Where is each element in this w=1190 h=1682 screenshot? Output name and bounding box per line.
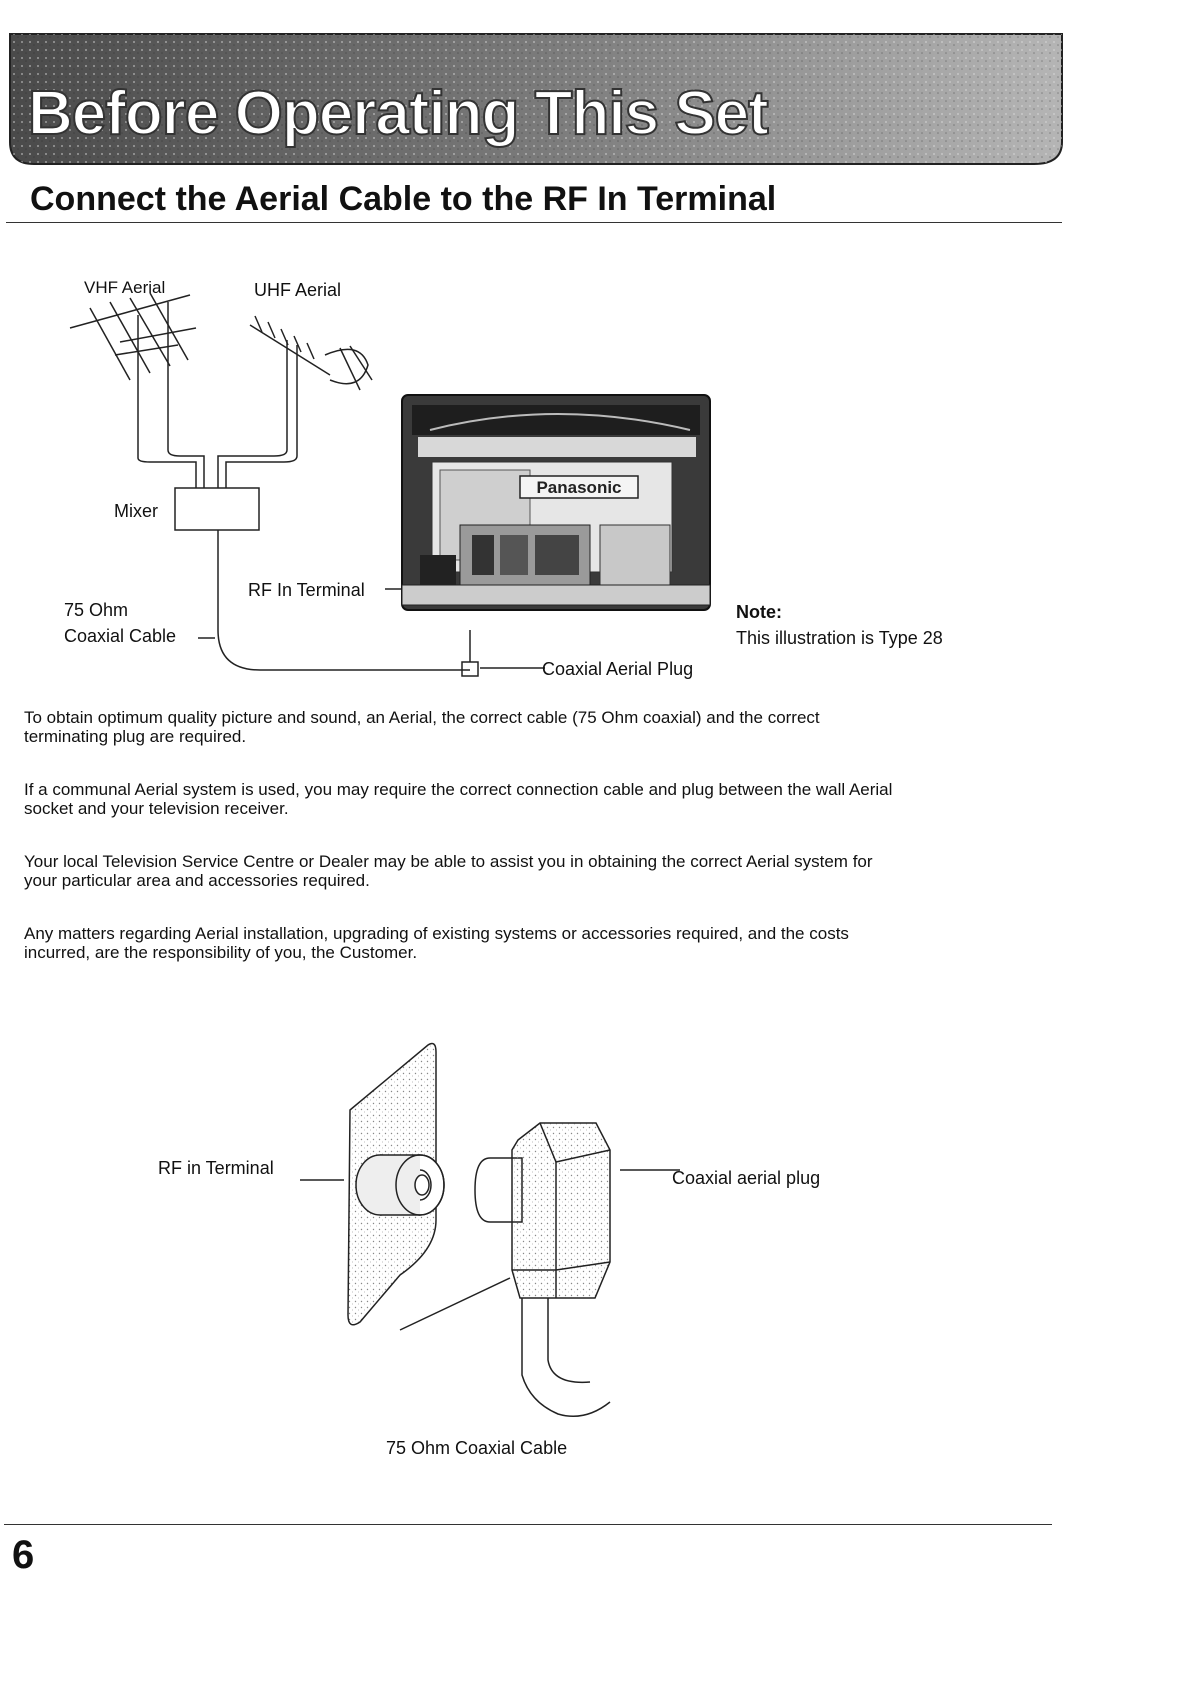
coaxial-aerial-plug-label-bottom: Coaxial aerial plug <box>672 1168 821 1188</box>
paragraph-2-line-1: If a communal Aerial system is used, you… <box>24 780 893 799</box>
coaxial-aerial-plug-label: Coaxial Aerial Plug <box>542 659 694 679</box>
paragraph-4-line-1: Any matters regarding Aerial installatio… <box>24 924 849 943</box>
paragraph-3: Your local Television Service Centre or … <box>24 852 1064 890</box>
paragraph-4-line-2: incurred, are the responsibility of you,… <box>24 943 418 962</box>
paragraph-2-line-2: socket and your television receiver. <box>24 799 289 818</box>
vhf-aerial-icon <box>69 292 197 430</box>
vhf-aerial-label: VHF Aerial <box>84 278 166 297</box>
panasonic-logo: Panasonic <box>536 478 621 497</box>
rf-socket-icon <box>355 1154 445 1216</box>
plug-connection-diagram <box>300 1042 680 1417</box>
header-banner <box>9 33 1063 165</box>
rf-in-terminal-label-bottom: RF in Terminal <box>158 1158 274 1178</box>
paragraph-4: Any matters regarding Aerial installatio… <box>24 924 1064 962</box>
paragraph-1-line-1: To obtain optimum quality picture and so… <box>24 708 820 727</box>
page-number: 6 <box>12 1533 35 1577</box>
paragraph-2: If a communal Aerial system is used, you… <box>24 780 1064 818</box>
aerial-connection-diagram: Panasonic <box>69 292 711 677</box>
uhf-aerial-label: UHF Aerial <box>254 280 342 300</box>
paragraph-3-line-2: your particular area and accessories req… <box>24 871 370 890</box>
coaxial-plug-icon <box>474 1122 611 1417</box>
mixer-box <box>174 487 260 531</box>
coaxial-cable-label-line2: Coaxial Cable <box>64 626 177 646</box>
paragraph-1: To obtain optimum quality picture and so… <box>24 708 1064 746</box>
mixer-label: Mixer <box>114 501 158 521</box>
paragraph-1-line-2: terminating plug are required. <box>24 727 247 746</box>
heading-rule <box>6 222 1062 223</box>
paragraph-3-line-1: Your local Television Service Centre or … <box>24 852 873 871</box>
note-text: This illustration is Type 28 <box>736 628 943 648</box>
footer-rule <box>4 1524 1052 1525</box>
uhf-aerial-icon <box>249 315 373 430</box>
banner-title: Before Operating This Set <box>27 78 770 149</box>
rf-in-terminal-label: RF In Terminal <box>248 580 365 600</box>
section-heading: Connect the Aerial Cable to the RF In Te… <box>30 180 777 218</box>
coaxial-cable-label-bottom: 75 Ohm Coaxial Cable <box>386 1438 568 1458</box>
tv-rear-illustration: Panasonic <box>401 394 711 611</box>
note-title: Note: <box>736 602 782 622</box>
coaxial-cable-label-line1: 75 Ohm <box>64 600 129 620</box>
